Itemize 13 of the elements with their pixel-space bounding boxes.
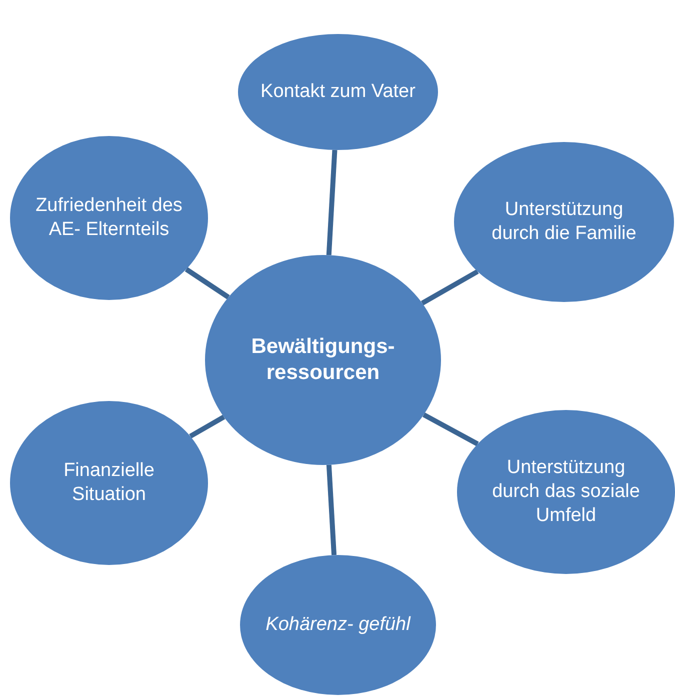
node-label: Unterstützung durch die Familie bbox=[490, 198, 638, 246]
connector-line bbox=[184, 267, 230, 300]
connector-line bbox=[326, 464, 337, 556]
connector-line bbox=[189, 414, 226, 438]
node-label: Zufriedenheit des AE- Elternteils bbox=[34, 194, 184, 242]
node-label: Finanzielle Situation bbox=[62, 459, 156, 507]
node-label: Kontakt zum Vater bbox=[260, 80, 416, 104]
connector-line bbox=[420, 269, 479, 306]
node-label: Bewältigungs- ressourcen bbox=[250, 334, 396, 386]
node-label: Kohärenz- gefühl bbox=[264, 613, 412, 637]
node-label: Unterstützung durch das soziale Umfeld bbox=[491, 456, 641, 528]
connector-line bbox=[422, 412, 479, 446]
connector-line bbox=[326, 150, 338, 256]
